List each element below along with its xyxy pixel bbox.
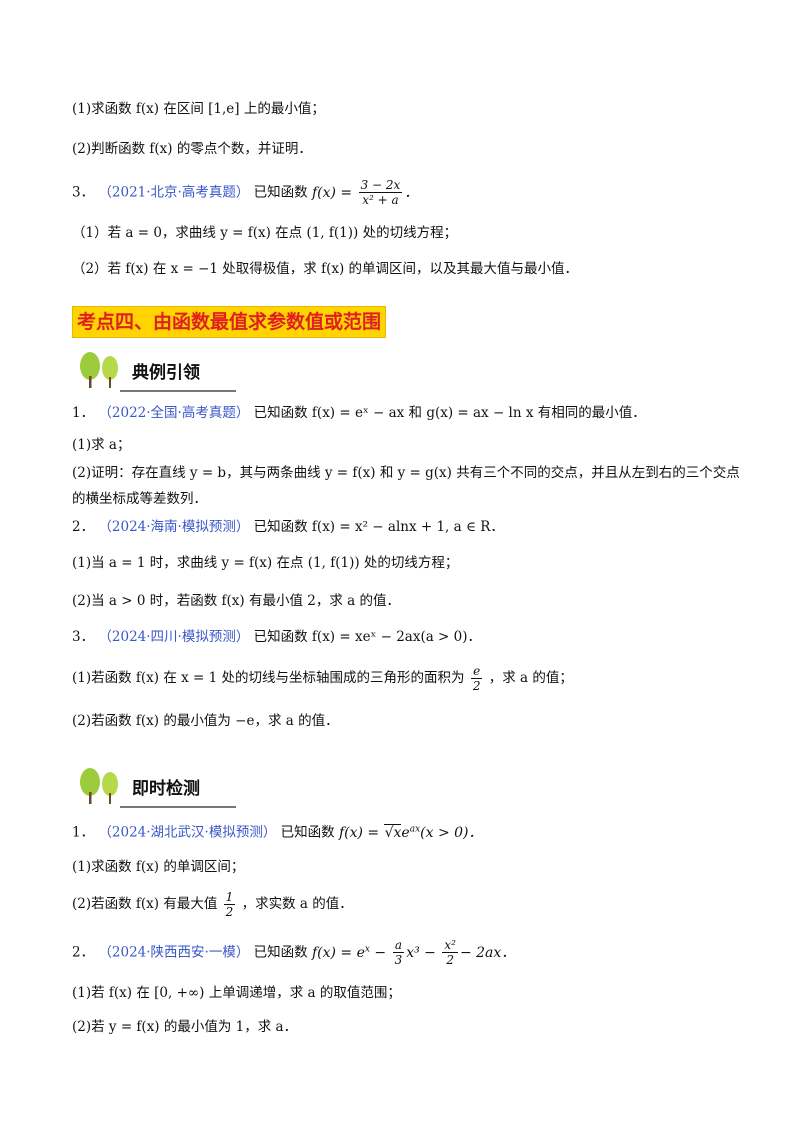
tree-icon <box>80 352 118 388</box>
test-2-part-1: (1)若 f(x) 在 [0, +∞) 上单调递增，求 a 的取值范围； <box>72 985 401 1001</box>
example-1-part-2: (2)证明：存在直线 y = b，其与两条曲线 y = f(x) 和 y = g… <box>72 465 740 507</box>
problem-source: （2024·海南·模拟预测） <box>98 519 250 535</box>
problem-text: 已知函数 f(x) = x² − alnx + 1, a ∈ R． <box>253 519 504 535</box>
text: ，求 a 的值； <box>488 670 573 686</box>
section-title: 即时检测 <box>132 779 200 799</box>
problem-text: 已知函数 f(x) = eˣ − ax 和 g(x) = ax − ln x 有… <box>253 405 646 421</box>
problem-text: 已知函数 <box>253 944 308 961</box>
divider <box>120 806 236 808</box>
section-banner: 考点四、由函数最值求参数值或范围 <box>72 306 387 338</box>
example-3-part-2: (2)若函数 f(x) 的最小值为 −e，求 a 的值． <box>72 713 339 729</box>
test-2-part-2: (2)若 y = f(x) 的最小值为 1，求 a． <box>72 1019 298 1035</box>
problem-number: 3． <box>72 629 95 645</box>
problem-source: （2021·北京·高考真题） <box>98 184 250 201</box>
problem-3-part-2: （2）若 f(x) 在 x = −1 处取得极值，求 f(x) 的单调区间，以及… <box>72 261 579 277</box>
example-2-part-2: (2)当 a > 0 时，若函数 f(x) 有最小值 2，求 a 的值． <box>72 593 400 609</box>
tree-icon <box>80 768 118 804</box>
test-1: 1． （2024·湖北武汉·模拟预测） 已知函数 f(x) = √xeax(x … <box>72 818 740 844</box>
example-2-part-1: (1)当 a = 1 时，求曲线 y = f(x) 在点 (1, f(1)) 处… <box>72 555 459 571</box>
problem-3-part-1: （1）若 a = 0，求曲线 y = f(x) 在点 (1, f(1)) 处的切… <box>72 225 458 241</box>
section-header-test: 即时检测 <box>76 766 236 808</box>
example-1: 1． （2022·全国·高考真题） 已知函数 f(x) = eˣ − ax 和 … <box>72 402 740 424</box>
problem-text: 已知函数 f(x) = xeˣ − 2ax(a > 0)． <box>253 629 482 645</box>
divider <box>120 390 236 392</box>
problem-source: （2024·陕西西安·一模） <box>98 944 250 961</box>
problem-number: 3． <box>72 184 95 201</box>
problem-number: 2． <box>72 519 95 535</box>
problem-source: （2024·湖北武汉·模拟预测） <box>98 824 277 841</box>
example-3: 3． （2024·四川·模拟预测） 已知函数 f(x) = xeˣ − 2ax(… <box>72 626 740 648</box>
text: (1)若函数 f(x) 在 x = 1 处的切线与坐标轴围成的三角形的面积为 <box>72 670 465 686</box>
section-header-examples: 典例引领 <box>76 350 236 392</box>
example-3-part-1: (1)若函数 f(x) 在 x = 1 处的切线与坐标轴围成的三角形的面积为 e… <box>72 664 740 693</box>
text: ，求实数 a 的值． <box>241 896 353 912</box>
problem-number: 1． <box>72 824 95 841</box>
example-2: 2． （2024·海南·模拟预测） 已知函数 f(x) = x² − alnx … <box>72 516 740 538</box>
example-1-part-1: (1)求 a； <box>72 437 131 453</box>
problem-number: 2． <box>72 944 95 961</box>
problem-part-1: (1)求函数 f(x) 在区间 [1,e] 上的最小值； <box>72 101 325 117</box>
text: (2)若函数 f(x) 有最大值 <box>72 896 218 912</box>
problem-part-2: (2)判断函数 f(x) 的零点个数，并证明． <box>72 141 312 157</box>
test-1-part-1: (1)求函数 f(x) 的单调区间； <box>72 859 245 875</box>
formula: f(x) = √xeax(x > 0)． <box>338 823 483 841</box>
problem-text: 已知函数 <box>280 824 335 841</box>
section-title: 典例引领 <box>132 363 200 383</box>
problem-source: （2024·四川·模拟预测） <box>98 629 250 645</box>
problem-source: （2022·全国·高考真题） <box>98 405 250 421</box>
problem-number: 1． <box>72 405 95 421</box>
problem-text: 已知函数 <box>253 184 308 201</box>
